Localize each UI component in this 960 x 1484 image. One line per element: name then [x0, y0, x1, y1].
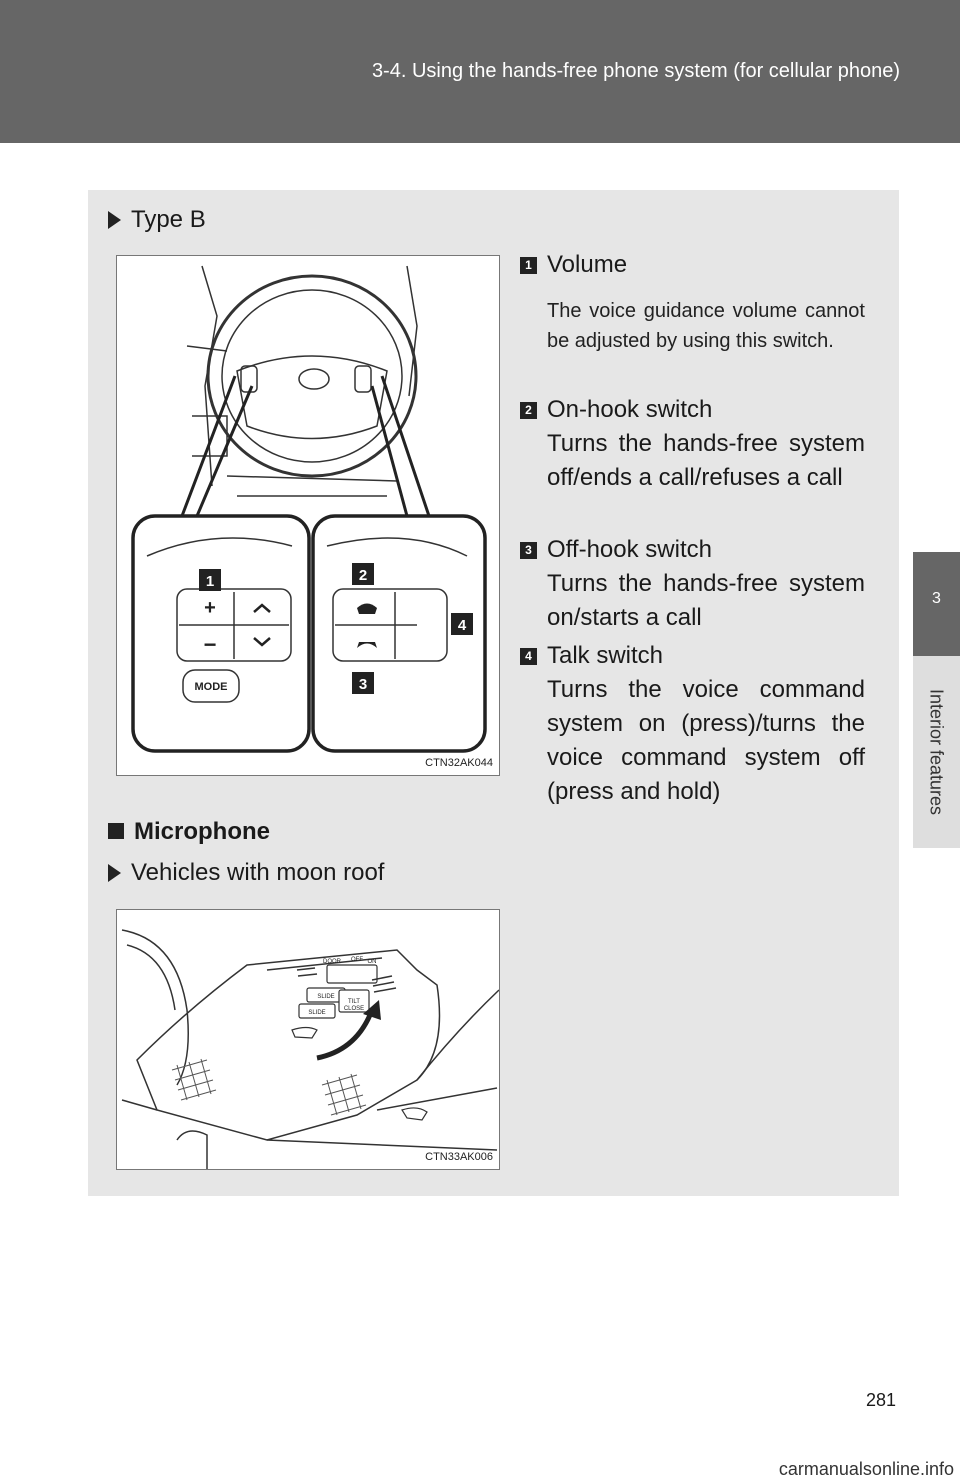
svg-text:4: 4 [458, 617, 467, 634]
chapter-tab: 3 [913, 552, 960, 656]
page-number: 281 [865, 1390, 896, 1410]
item-description: Turns the hands-free system off/ends a c… [547, 430, 865, 491]
triangle-bullet-icon [108, 864, 121, 882]
overhead-console-illustration: DOOR OFF ON SLIDE TILT SLIDE CLOSE [121, 929, 500, 1169]
callout-2: 2 [352, 563, 374, 585]
item-off-hook: 3 Off-hook switch Turns the hands-free sy… [520, 533, 865, 635]
type-b-label: Type B [131, 206, 206, 233]
callout-1: 1 [199, 569, 221, 591]
slide-label-2: SLIDE [308, 1010, 325, 1016]
figure-code: CTN33AK006 [425, 1151, 493, 1163]
triangle-bullet-icon [108, 211, 121, 229]
steering-switch-figure: + − MODE 1 2 3 4 CTN32AK044 [116, 255, 500, 776]
item-title: Talk switch [547, 642, 664, 669]
tilt-label: TILT [348, 999, 360, 1005]
callout-4: 4 [451, 613, 473, 635]
footer-watermark[interactable]: carmanualsonline.info [778, 1459, 954, 1479]
type-b-heading: Type B [108, 206, 206, 234]
callout-3: 3 [352, 672, 374, 694]
item-title: On-hook switch [547, 396, 713, 423]
content-panel: Type B [88, 190, 899, 1196]
section-title: 3-4. Using the hands-free phone system (… [371, 60, 900, 82]
svg-text:3: 3 [359, 676, 367, 693]
item-on-hook: 2 On-hook switch Turns the hands-free sys… [520, 393, 865, 495]
item-title: Volume [547, 251, 628, 278]
on-label: ON [368, 959, 377, 965]
door-label: DOOR [323, 959, 342, 965]
slide-label-1: SLIDE [317, 994, 334, 1000]
item-number-badge: 4 [520, 648, 537, 666]
close-label: CLOSE [344, 1006, 364, 1012]
steering-wheel-illustration: + − MODE 1 2 3 4 [131, 265, 487, 753]
item-title: Off-hook switch [547, 536, 712, 563]
square-bullet-icon [108, 823, 124, 839]
item-number-badge: 3 [520, 542, 537, 560]
page-header: 3-4. Using the hands-free phone system (… [0, 0, 960, 143]
item-talk: 4 Talk switch Turns the voice command sys… [520, 639, 865, 809]
svg-text:2: 2 [359, 567, 367, 584]
figure-code: CTN32AK044 [425, 757, 493, 769]
svg-text:1: 1 [206, 573, 214, 590]
chapter-number: 3 [932, 590, 941, 607]
mode-button-label: MODE [195, 681, 228, 693]
item-description: Turns the voice command system on (press… [547, 676, 865, 805]
chapter-label-tab: Interior features [913, 656, 960, 848]
moon-roof-heading: Vehicles with moon roof [108, 859, 384, 887]
svg-text:+: + [204, 597, 216, 619]
svg-text:−: − [204, 632, 217, 657]
item-description: Turns the hands-free system on/starts a … [547, 570, 865, 631]
off-label: OFF [351, 957, 363, 963]
item-volume: 1 Volume The voice guidance volume cannot… [520, 248, 865, 356]
item-number-badge: 1 [520, 257, 537, 275]
chapter-label: Interior features [926, 688, 947, 816]
microphone-figure: DOOR OFF ON SLIDE TILT SLIDE CLOSE [116, 909, 500, 1170]
item-note: The voice guidance volume cannot be adju… [547, 300, 865, 352]
item-number-badge: 2 [520, 402, 537, 420]
microphone-heading: Microphone [108, 818, 270, 846]
